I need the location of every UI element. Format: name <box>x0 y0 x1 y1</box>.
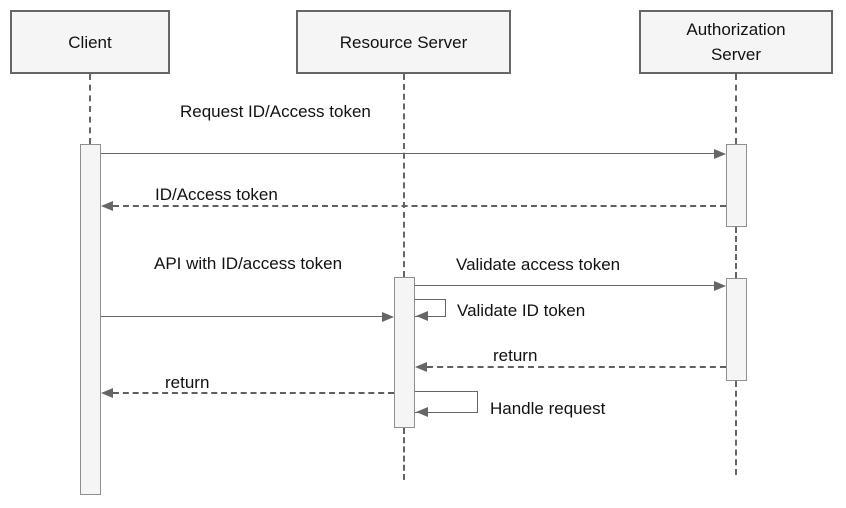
activation-bar-authorization-server-1 <box>726 144 747 227</box>
lifeline-authorization-server <box>735 381 737 475</box>
message-api-call-line <box>101 316 383 317</box>
lifeline-authorization-server <box>735 74 737 144</box>
message-return-to-client-label: return <box>165 373 210 392</box>
arrowhead-left-icon <box>415 362 427 372</box>
activation-bar-authorization-server-2 <box>726 278 747 381</box>
arrowhead-left-icon <box>101 388 113 398</box>
self-message-handle-request-label: Handle request <box>490 399 606 418</box>
actor-label-client: Client <box>68 32 112 52</box>
actor-label-authorization-server: Authorization Server <box>686 20 786 64</box>
actor-box-client: Client <box>10 10 170 74</box>
arrowhead-right-icon <box>382 312 394 322</box>
activation-bar-client <box>80 144 101 495</box>
arrowhead-right-icon <box>714 149 726 159</box>
message-return-to-client-line <box>113 392 394 394</box>
message-id-access-token-label: ID/Access token <box>155 185 278 204</box>
message-validate-access-token-label: Validate access token <box>456 255 621 274</box>
arrowhead-left-icon <box>416 407 428 417</box>
activation-bar-resource-server <box>394 277 415 428</box>
actor-label-resource-server: Resource Server <box>339 32 468 52</box>
arrowhead-left-icon <box>101 201 113 211</box>
arrowhead-left-icon <box>416 311 428 321</box>
self-message-handle-request-loop <box>415 391 478 413</box>
message-api-call-label: API with ID/access token <box>154 254 343 273</box>
actor-box-authorization-server: Authorization Server <box>639 10 833 74</box>
arrowhead-right-icon <box>714 281 726 291</box>
message-return-to-resource-server-line <box>427 366 726 368</box>
lifeline-client <box>89 74 91 144</box>
self-message-validate-id-token-label: Validate ID token <box>457 301 586 320</box>
lifeline-resource-server <box>403 428 405 480</box>
self-message-validate-id-token-loop <box>415 299 446 317</box>
message-request-token-line <box>101 153 715 154</box>
message-id-access-token-line <box>113 205 726 207</box>
message-validate-access-token-line <box>415 285 715 286</box>
lifeline-resource-server <box>403 74 405 277</box>
actor-box-resource-server: Resource Server <box>296 10 511 74</box>
lifeline-authorization-server <box>735 227 737 278</box>
message-request-token-label: Request ID/Access token <box>180 102 371 121</box>
message-return-to-resource-server-label: return <box>493 346 538 365</box>
